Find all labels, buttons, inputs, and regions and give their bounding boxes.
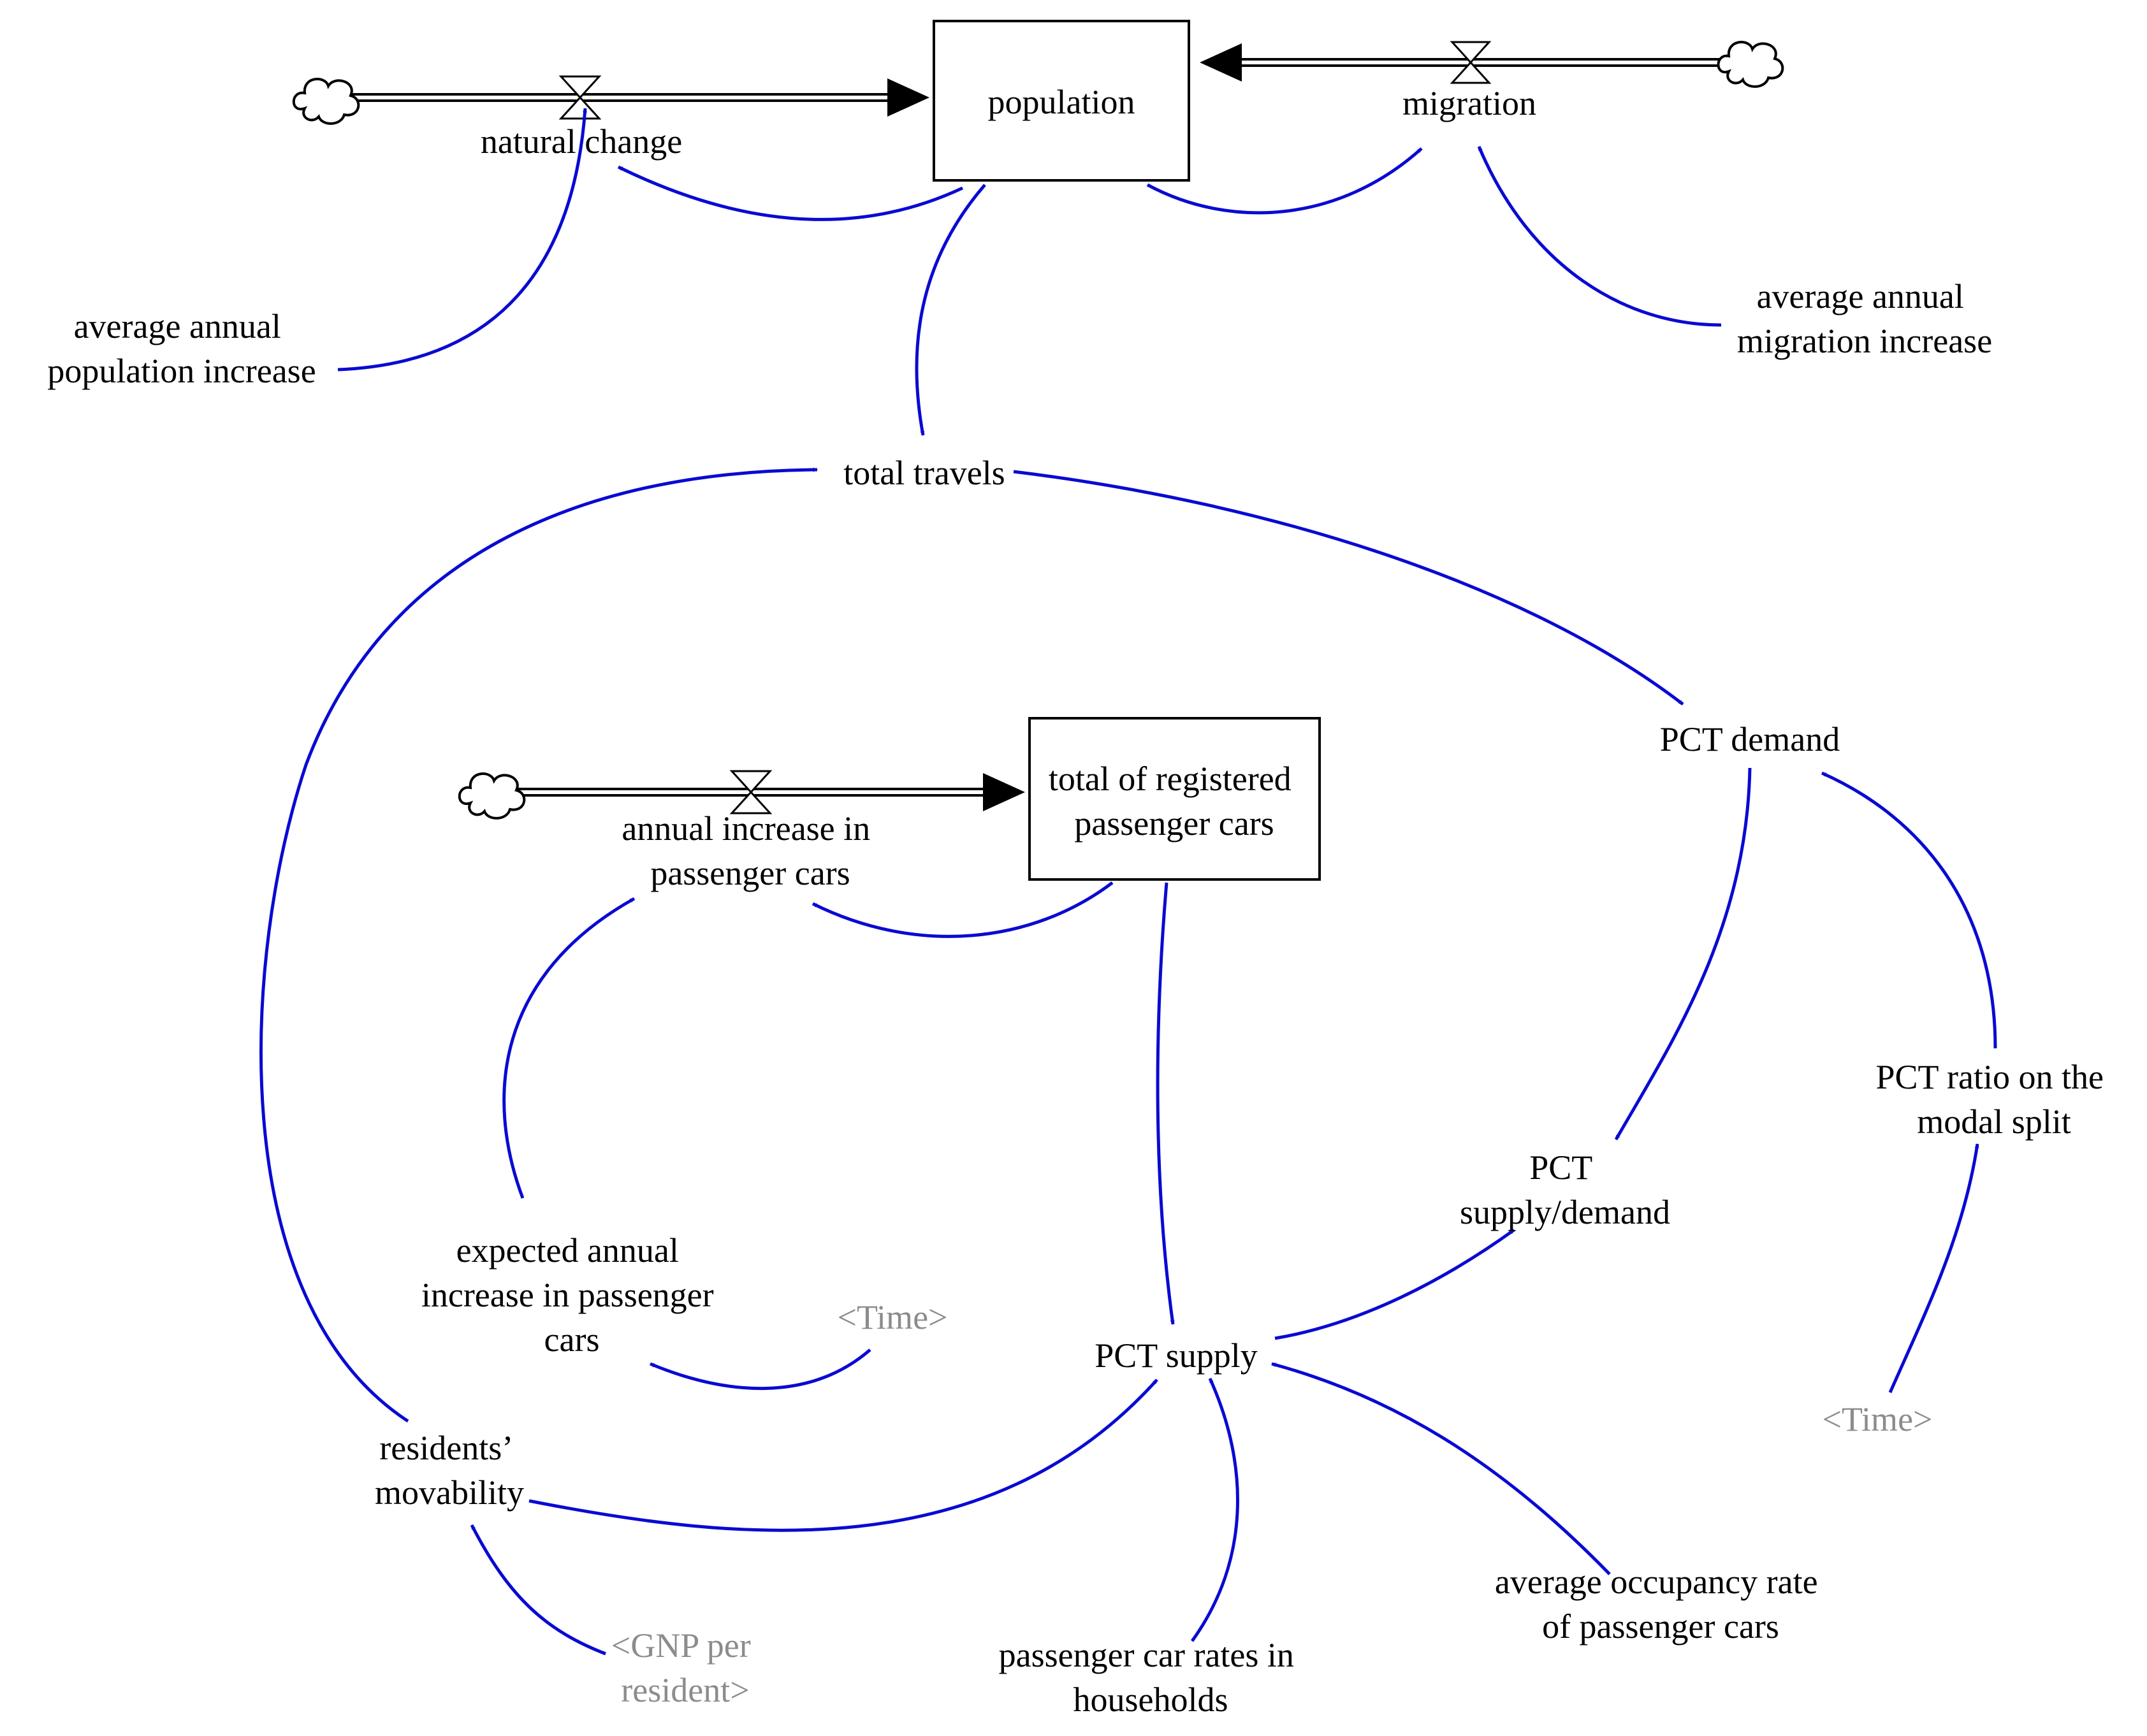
pct-supply-label: PCT supply bbox=[1095, 1336, 1258, 1375]
migration-flow-label: migration bbox=[1402, 84, 1536, 122]
link-expected-increase-to-annual-increase bbox=[502, 897, 636, 1199]
total-travels-label: total travels bbox=[843, 454, 1005, 492]
causal-links bbox=[259, 108, 1997, 1656]
link-time-to-expected-increase bbox=[650, 1349, 871, 1390]
avg-migration-increase-label: average annual migration increase bbox=[1737, 277, 1992, 360]
residents-movability-label: residents’ movability bbox=[375, 1429, 524, 1512]
link-registered-cars-to-pct-supply bbox=[1156, 882, 1175, 1325]
time-shadow-label-2: <Time> bbox=[1823, 1400, 1933, 1438]
flow-pipe-natural-change bbox=[338, 78, 929, 117]
pct-demand-label: PCT demand bbox=[1660, 720, 1840, 758]
link-avg-pop-increase-to-natural-change bbox=[337, 108, 588, 372]
occupancy-label: average occupancy rate of passenger cars bbox=[1495, 1563, 1826, 1646]
link-pct-supply-to-pct-supply-demand bbox=[1274, 1228, 1515, 1340]
time-shadow-label-1: <Time> bbox=[838, 1298, 948, 1336]
link-occupancy-to-pct-supply bbox=[1271, 1362, 1611, 1575]
sink-cloud-icon bbox=[1717, 41, 1784, 88]
link-car-rates-to-pct-supply bbox=[1190, 1377, 1239, 1642]
link-population-to-total-travels bbox=[915, 184, 986, 436]
link-avg-migration-to-migration bbox=[1477, 146, 1722, 327]
link-registered-cars-to-annual-increase bbox=[811, 881, 1114, 938]
stock-population-box[interactable] bbox=[933, 20, 1190, 182]
pct-supply-demand-label: PCT supply/demand bbox=[1460, 1148, 1670, 1231]
flow-pipe-annual-increase bbox=[504, 773, 1025, 811]
link-pct-ratio-to-pct-demand bbox=[1821, 771, 1997, 1049]
link-population-to-natural-change bbox=[617, 165, 964, 221]
valve-icon bbox=[558, 75, 602, 120]
flow-pipe-migration bbox=[1200, 43, 1721, 82]
avg-pop-increase-label: average annual population increase bbox=[47, 307, 316, 390]
link-gnp-to-residents-movability bbox=[470, 1524, 606, 1656]
car-rates-label: passenger car rates in households bbox=[999, 1636, 1303, 1719]
valve-icon bbox=[1450, 41, 1492, 84]
source-cloud-icon bbox=[458, 772, 526, 820]
link-residents-movability-to-pct-supply bbox=[528, 1378, 1158, 1532]
gnp-shadow-label: <GNP per resident> bbox=[611, 1626, 759, 1709]
link-residents-movability-to-total-travels bbox=[259, 467, 818, 1423]
expected-increase-label: expected annual increase in passenger ca… bbox=[421, 1231, 722, 1359]
annual-increase-flow-label: annual increase in passenger cars bbox=[622, 809, 878, 892]
registered-cars-stock-label: total of registered passenger cars bbox=[1049, 760, 1300, 843]
stock-registered-cars-box[interactable] bbox=[1028, 717, 1321, 881]
natural-change-flow-label: natural change bbox=[481, 122, 682, 161]
population-stock-label: population bbox=[988, 83, 1135, 121]
link-time-to-pct-ratio bbox=[1888, 1143, 1979, 1394]
source-cloud-icon bbox=[292, 78, 360, 125]
link-population-to-migration bbox=[1146, 147, 1423, 215]
valve-icon bbox=[729, 770, 773, 814]
link-total-travels-to-pct-demand bbox=[1013, 470, 1684, 705]
pct-ratio-label: PCT ratio on the modal split bbox=[1876, 1058, 2113, 1141]
link-pct-demand-to-pct-supply-demand bbox=[1614, 767, 1752, 1141]
